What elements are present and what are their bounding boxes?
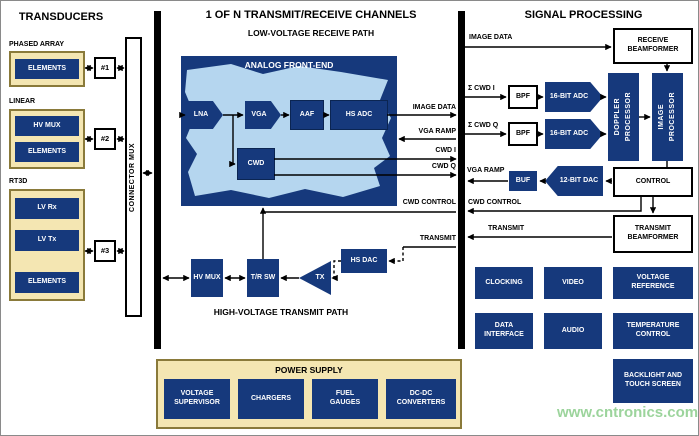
transducers-title: TRANSDUCERS xyxy=(18,11,104,23)
video-box: VIDEO xyxy=(544,267,602,299)
hs-adc-block: HS ADC xyxy=(330,100,388,130)
clocking-box: CLOCKING xyxy=(475,267,533,299)
phased-array-elements-block: ELEMENTS xyxy=(15,59,79,79)
cwd-control-label-mid: CWD CONTROL xyxy=(402,199,456,206)
audio-box: AUDIO xyxy=(544,313,602,349)
image-data-label-right: IMAGE DATA xyxy=(469,34,513,41)
receive-beamformer-box: RECEIVE BEAMFORMER xyxy=(613,28,693,64)
watermark-text: www.cntronics.com xyxy=(557,404,699,421)
doppler-processor-word2: PROCESSOR xyxy=(624,92,632,142)
temperature-control-box: TEMPERATURE CONTROL xyxy=(613,313,693,349)
doppler-processor-box: DOPPLER PROCESSOR xyxy=(608,73,639,161)
transmit-path-label: HIGH-VOLTAGE TRANSMIT PATH xyxy=(213,307,349,317)
hv-mux-block: HV MUX xyxy=(191,259,223,297)
port-3-box: #3 xyxy=(94,240,116,262)
channel-title: 1 OF N TRANSMIT/RECEIVE CHANNELS xyxy=(205,9,417,21)
doppler-processor-word1: DOPPLER xyxy=(613,98,621,136)
connector-mux-box: CONNECTOR MUX xyxy=(125,37,142,317)
tr-switch-block: T/R SW xyxy=(247,259,279,297)
cwd-i-label-mid: CWD I xyxy=(435,147,456,154)
rt3d-label: RT3D xyxy=(9,178,28,185)
dac-box: 12-BIT DAC xyxy=(545,166,603,196)
adc1-box: 16-BIT ADC xyxy=(545,82,603,112)
cwd-control-label-right: CWD CONTROL xyxy=(468,199,522,206)
image-processor-word1: IMAGE xyxy=(657,104,665,130)
rt3d-elements-block: ELEMENTS xyxy=(15,272,79,293)
port-2-box: #2 xyxy=(94,128,116,150)
phased-array-group: ELEMENTS xyxy=(9,51,85,87)
bpf2-box: BPF xyxy=(508,122,538,146)
chargers-box: CHARGERS xyxy=(238,379,304,419)
buf-box: BUF xyxy=(509,171,537,191)
adc2-box: 16-BIT ADC xyxy=(545,119,603,149)
hs-dac-block: HS DAC xyxy=(341,249,387,273)
image-processor-box: IMAGE PROCESSOR xyxy=(652,73,683,161)
cwd-block: CWD xyxy=(237,148,275,180)
rt3d-lvrx-block: LV Rx xyxy=(15,198,79,219)
phased-array-label: PHASED ARRAY xyxy=(9,41,65,48)
power-supply-group: POWER SUPPLY VOLTAGE SUPERVISOR CHARGERS… xyxy=(156,359,462,429)
afe-die-shape xyxy=(185,64,391,198)
voltage-reference-box: VOLTAGE REFERENCE xyxy=(613,267,693,299)
transmit-label-mid: TRANSMIT xyxy=(419,235,456,242)
linear-hvmux-block: HV MUX xyxy=(15,116,79,136)
fuel-gauges-box: FUEL GAUGES xyxy=(312,379,378,419)
channel-bar-right xyxy=(458,11,465,349)
sum-cwd-i-label: Σ CWD I xyxy=(468,85,495,92)
analog-front-end-box: ANALOG FRONT-END LNA VGA AAF HS ADC CWD xyxy=(181,56,397,206)
rt3d-lvtx-block: LV Tx xyxy=(15,230,79,251)
channel-bar-left xyxy=(154,11,161,349)
image-data-label-mid: IMAGE DATA xyxy=(412,104,456,111)
power-supply-title: POWER SUPPLY xyxy=(275,365,343,375)
transmit-beamformer-box: TRANSMIT BEAMFORMER xyxy=(613,215,693,253)
backlight-touchscreen-box: BACKLIGHT AND TOUCH SCREEN xyxy=(613,359,693,403)
linear-elements-block: ELEMENTS xyxy=(15,142,79,162)
afe-title: ANALOG FRONT-END xyxy=(244,60,334,70)
data-interface-box: DATA INTERFACE xyxy=(475,313,533,349)
sum-cwd-q-label: Σ CWD Q xyxy=(468,122,499,129)
vga-ramp-label-right: VGA RAMP xyxy=(467,167,505,174)
connector-mux-label: CONNECTOR MUX xyxy=(129,142,137,212)
rt3d-group: LV Rx LV Tx ELEMENTS xyxy=(9,189,85,301)
transmit-label-right: TRANSMIT xyxy=(488,225,525,232)
port-1-box: #1 xyxy=(94,57,116,79)
tx-amp-block: TX xyxy=(299,261,331,295)
dcdc-converters-box: DC-DC CONVERTERS xyxy=(386,379,456,419)
linear-label: LINEAR xyxy=(9,98,36,105)
signal-processing-title: SIGNAL PROCESSING xyxy=(524,9,643,21)
voltage-supervisor-box: VOLTAGE SUPERVISOR xyxy=(164,379,230,419)
aaf-block: AAF xyxy=(290,100,324,130)
cwd-q-label-mid: CWD Q xyxy=(431,163,456,170)
receive-path-label: LOW-VOLTAGE RECEIVE PATH xyxy=(247,28,375,38)
image-processor-word2: PROCESSOR xyxy=(668,92,676,142)
control-box: CONTROL xyxy=(613,167,693,197)
linear-group: HV MUX ELEMENTS xyxy=(9,109,85,169)
vga-ramp-label-mid: VGA RAMP xyxy=(418,128,456,135)
bpf1-box: BPF xyxy=(508,85,538,109)
